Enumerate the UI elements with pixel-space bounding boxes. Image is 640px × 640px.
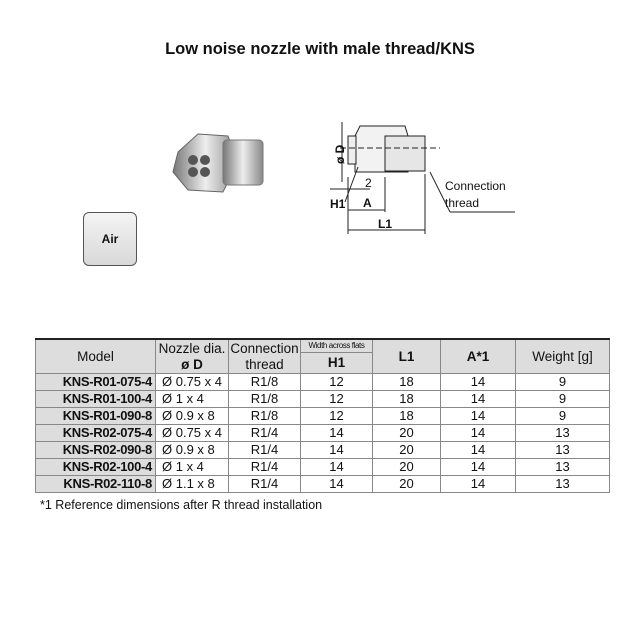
a-cell: 14: [440, 475, 516, 493]
weight-cell: 9: [515, 373, 610, 391]
header-conn-line1: Connection: [230, 340, 299, 356]
a-cell: 14: [440, 373, 516, 391]
nozzle-cell: Ø 0.9 x 8: [155, 441, 229, 459]
thread-cell: R1/4: [228, 458, 301, 476]
header-nozzle: Nozzle dia.ø D: [155, 338, 229, 374]
l1-cell: 20: [372, 475, 441, 493]
model-cell: KNS-R02-075-4: [35, 424, 156, 442]
nozzle-cell: Ø 0.75 x 4: [155, 373, 229, 391]
a-cell: 14: [440, 441, 516, 459]
l1-cell: 20: [372, 458, 441, 476]
nozzle-cell: Ø 0.75 x 4: [155, 424, 229, 442]
dim-d-label: ø D: [333, 144, 347, 164]
callout-line1: Connection: [445, 179, 506, 193]
nozzle-cell: Ø 0.9 x 8: [155, 407, 229, 425]
thread-cell: R1/4: [228, 424, 301, 442]
l1-cell: 20: [372, 424, 441, 442]
model-cell: KNS-R01-100-4: [35, 390, 156, 408]
header-a: A*1: [440, 338, 516, 374]
h1-cell: 14: [300, 441, 373, 459]
page-title: Low noise nozzle with male thread/KNS: [165, 40, 475, 58]
header-model: Model: [35, 338, 156, 374]
h1-cell: 12: [300, 407, 373, 425]
model-cell: KNS-R02-110-8: [35, 475, 156, 493]
model-cell: KNS-R02-100-4: [35, 458, 156, 476]
model-cell: KNS-R02-090-8: [35, 441, 156, 459]
dimension-drawing: ø D 2 H1 A L1 Connection thread: [330, 122, 515, 234]
thread-cell: R1/4: [228, 475, 301, 493]
l1-cell: 18: [372, 373, 441, 391]
dim-a-label: A: [363, 196, 372, 210]
dim-l1-label: L1: [378, 217, 392, 231]
air-media-badge: Air: [83, 212, 137, 266]
header-nozzle-line2: ø D: [181, 356, 203, 372]
thread-cell: R1/8: [228, 407, 301, 425]
weight-cell: 13: [515, 458, 610, 476]
l1-cell: 18: [372, 390, 441, 408]
nozzle-cell: Ø 1 x 4: [155, 390, 229, 408]
h1-cell: 12: [300, 373, 373, 391]
footnote: *1 Reference dimensions after R thread i…: [40, 498, 323, 512]
h1-cell: 14: [300, 475, 373, 493]
header-width-across-flats: Width across flats: [300, 338, 373, 353]
l1-cell: 18: [372, 407, 441, 425]
weight-cell: 9: [515, 390, 610, 408]
nozzle-cell: Ø 1.1 x 8: [155, 475, 229, 493]
model-cell: KNS-R01-090-8: [35, 407, 156, 425]
thread-cell: R1/8: [228, 390, 301, 408]
header-conn-line2: thread: [245, 356, 284, 372]
header-weight: Weight [g]: [515, 338, 610, 374]
callout-line2: thread: [445, 196, 479, 210]
l1-cell: 20: [372, 441, 441, 459]
weight-cell: 13: [515, 424, 610, 442]
nozzle-product-image: [172, 133, 264, 193]
h1-cell: 12: [300, 390, 373, 408]
a-cell: 14: [440, 424, 516, 442]
weight-cell: 13: [515, 441, 610, 459]
header-h1: H1: [300, 352, 373, 374]
a-cell: 14: [440, 390, 516, 408]
thread-cell: R1/4: [228, 441, 301, 459]
weight-cell: 13: [515, 475, 610, 493]
a-cell: 14: [440, 407, 516, 425]
h1-cell: 14: [300, 424, 373, 442]
nozzle-cell: Ø 1 x 4: [155, 458, 229, 476]
weight-cell: 9: [515, 407, 610, 425]
header-l1: L1: [372, 338, 441, 374]
model-cell: KNS-R01-075-4: [35, 373, 156, 391]
thread-cell: R1/8: [228, 373, 301, 391]
dim-2-label: 2: [365, 176, 372, 190]
a-cell: 14: [440, 458, 516, 476]
h1-cell: 14: [300, 458, 373, 476]
header-nozzle-line1: Nozzle dia.: [158, 340, 226, 356]
dim-h1-label: H1: [330, 197, 346, 211]
